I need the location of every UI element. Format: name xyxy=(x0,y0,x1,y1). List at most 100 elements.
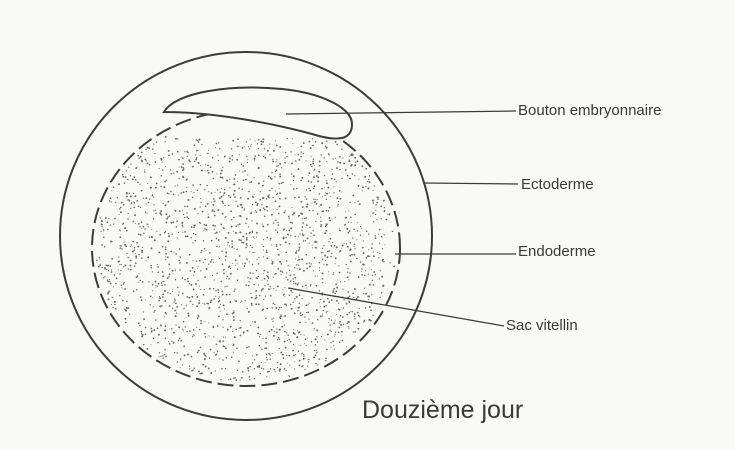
stipple-dot xyxy=(374,186,375,187)
stipple-dot xyxy=(312,145,314,147)
stipple-dot xyxy=(324,232,326,234)
stipple-dot xyxy=(266,206,268,208)
stipple-dot xyxy=(308,359,310,361)
stipple-dot xyxy=(357,201,359,203)
stipple-dot xyxy=(289,339,290,340)
stipple-dot xyxy=(173,194,174,195)
stipple-dot xyxy=(350,261,352,263)
stipple-dot xyxy=(350,216,352,218)
stipple-dot xyxy=(276,290,277,291)
stipple-dot xyxy=(220,173,222,175)
stipple-dot xyxy=(281,326,283,328)
stipple-dot xyxy=(254,359,255,360)
stipple-dot xyxy=(333,341,334,342)
stipple-dot xyxy=(162,271,164,273)
stipple-dot xyxy=(313,230,314,231)
stipple-dot xyxy=(148,226,149,227)
stipple-dot xyxy=(297,310,298,311)
stipple-dot xyxy=(357,222,358,223)
stipple-dot xyxy=(347,322,349,324)
stipple-dot xyxy=(321,210,323,212)
stipple-dot xyxy=(367,296,369,298)
stipple-dot xyxy=(233,290,234,291)
stipple-dot xyxy=(218,256,219,257)
stipple-dot xyxy=(231,155,232,156)
stipple-dot xyxy=(249,272,251,274)
stipple-dot xyxy=(164,325,166,327)
stipple-dot xyxy=(319,165,321,167)
stipple-dot xyxy=(369,284,371,286)
stipple-dot xyxy=(167,277,169,279)
stipple-dot xyxy=(240,320,241,321)
stipple-dot xyxy=(189,368,190,369)
stipple-dot xyxy=(271,172,272,173)
stipple-dot xyxy=(213,262,214,263)
stipple-dot xyxy=(250,293,251,294)
stipple-dot xyxy=(124,309,126,311)
stipple-dot xyxy=(230,378,232,380)
stipple-dot xyxy=(349,255,351,257)
stipple-dot xyxy=(184,217,186,219)
stipple-dot xyxy=(197,315,198,316)
stipple-dot xyxy=(264,285,265,286)
stipple-dot xyxy=(359,203,361,205)
stipple-dot xyxy=(108,298,110,300)
stipple-dot xyxy=(204,228,206,230)
stipple-dot xyxy=(233,352,234,353)
stipple-dot xyxy=(298,196,300,198)
stipple-dot xyxy=(320,220,321,221)
stipple-dot xyxy=(165,231,166,232)
stipple-dot xyxy=(278,165,279,166)
stipple-dot xyxy=(310,284,312,286)
stipple-dot xyxy=(182,163,184,165)
stipple-dot xyxy=(225,248,226,249)
stipple-dot xyxy=(193,334,194,335)
stipple-dot xyxy=(331,319,332,320)
stipple-dot xyxy=(183,191,185,193)
stipple-dot xyxy=(335,332,336,333)
stipple-dot xyxy=(305,240,306,241)
stipple-dot xyxy=(321,188,323,190)
stipple-dot xyxy=(213,352,214,353)
stipple-dot xyxy=(111,271,113,273)
stipple-dot xyxy=(163,186,165,188)
stipple-dot xyxy=(382,259,384,261)
stipple-dot xyxy=(271,263,273,265)
stipple-dot xyxy=(195,139,196,140)
stipple-dot xyxy=(362,186,364,188)
stipple-dot xyxy=(153,210,154,211)
stipple-dot xyxy=(290,275,292,277)
stipple-dot xyxy=(177,361,178,362)
stipple-dot xyxy=(125,176,127,178)
stipple-dot xyxy=(206,185,207,186)
stipple-dot xyxy=(233,343,235,345)
stipple-dot xyxy=(301,258,303,260)
stipple-dot xyxy=(306,198,307,199)
stipple-dot xyxy=(197,213,198,214)
stipple-dot xyxy=(289,243,290,244)
stipple-dot xyxy=(286,252,288,254)
stipple-dot xyxy=(170,293,171,294)
stipple-dot xyxy=(138,273,139,274)
stipple-dot xyxy=(313,170,314,171)
stipple-dot xyxy=(346,228,348,230)
stipple-dot xyxy=(375,237,377,239)
stipple-dot xyxy=(375,214,376,215)
stipple-dot xyxy=(160,158,162,160)
stipple-dot xyxy=(319,302,320,303)
stipple-dot xyxy=(279,370,281,372)
stipple-dot xyxy=(164,232,166,234)
stipple-dot xyxy=(251,297,253,299)
stipple-dot xyxy=(222,263,224,265)
stipple-dot xyxy=(317,213,319,215)
label-sac-vitellin: Sac vitellin xyxy=(506,318,578,333)
stipple-dot xyxy=(256,232,258,234)
stipple-dot xyxy=(243,242,245,244)
stipple-dot xyxy=(352,194,354,196)
stipple-dot xyxy=(319,193,321,195)
stipple-dot xyxy=(357,230,358,231)
stipple-dot xyxy=(319,161,321,163)
stipple-dot xyxy=(151,328,153,330)
stipple-dot xyxy=(276,144,278,146)
stipple-dot xyxy=(233,217,235,219)
